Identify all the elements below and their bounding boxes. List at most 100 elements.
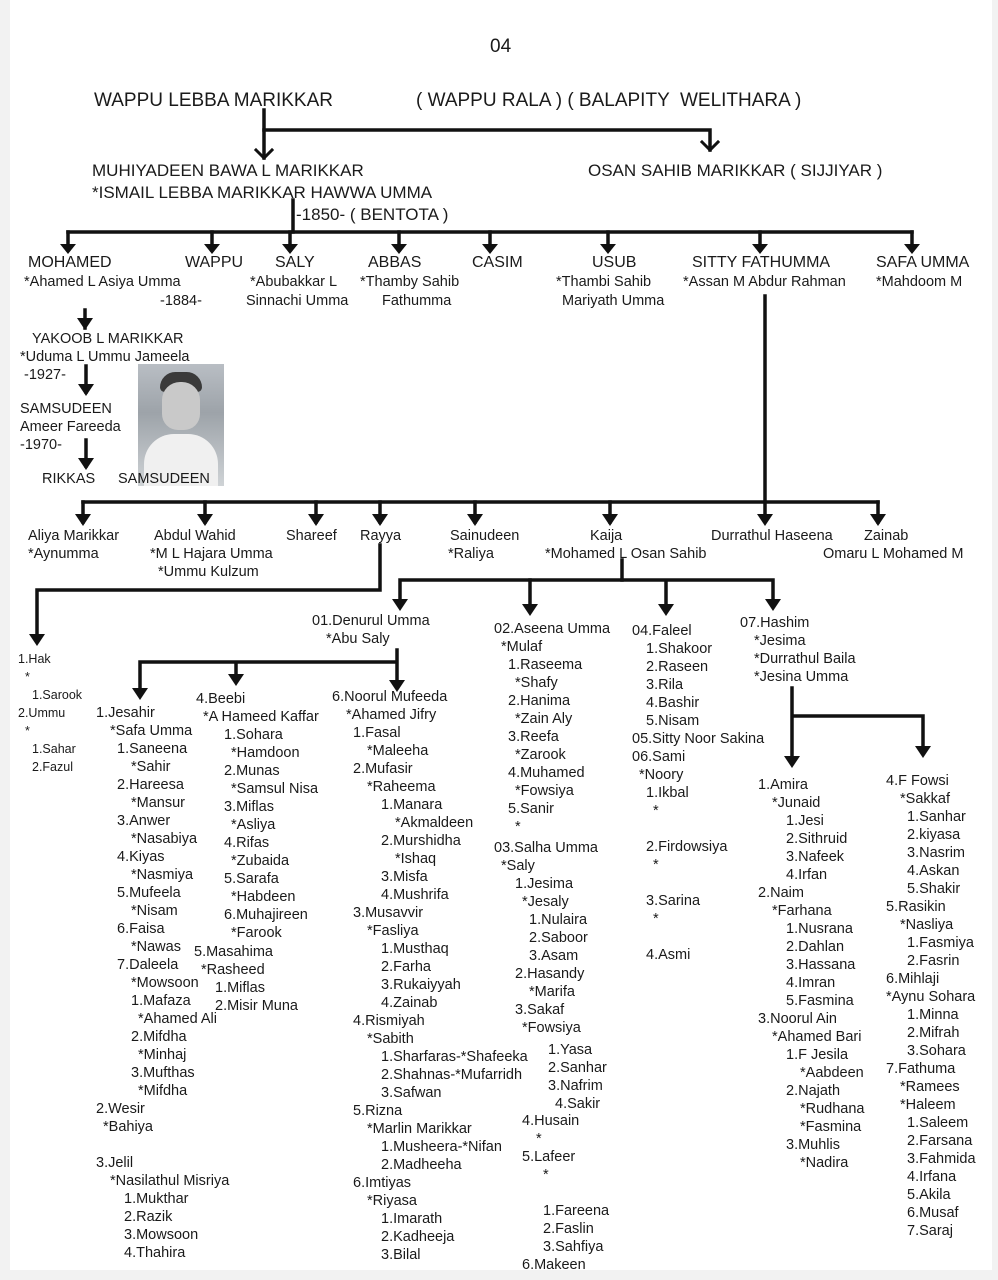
tree-entry: 5.Rizna (332, 1102, 528, 1120)
tree-entry: 7.Fathuma (886, 1060, 976, 1078)
tree-entry: 3.Jelil (96, 1154, 229, 1172)
tree-entry: 2.Mifdha (96, 1028, 229, 1046)
tree-entry: 4.Rifas (196, 834, 319, 852)
tree-entry: *Aabdeen (758, 1064, 865, 1082)
tree-entry: 2.Firdowsiya (632, 838, 764, 856)
tree-entry: *Akmaldeen (332, 814, 528, 832)
tree-entry: 3.Mowsoon (96, 1226, 229, 1244)
tree-entry: 4.F Fowsi (886, 772, 976, 790)
tree-entry: 4.Beebi (196, 690, 319, 708)
tree-entry: 2.Munas (196, 762, 319, 780)
gen2-usub-spouse-1: *Thambi Sahib (556, 273, 651, 291)
gen2-abbas-spouse-2: Fathumma (382, 292, 451, 310)
tree-entry: 1.Nusrana (758, 920, 865, 938)
tree-entry: 4.Zainab (332, 994, 528, 1012)
tree-entry: 1.Fasal (332, 724, 528, 742)
kaija-child-denurul: 01.Denurul Umma*Abu Saly (312, 612, 430, 648)
gen2-abbas: ABBAS (368, 254, 421, 272)
tree-entry: 1.Amira (758, 776, 865, 794)
gen3-sainudeen: Sainudeen (450, 527, 519, 545)
photo-caption: SAMSUDEEN (118, 470, 210, 488)
kaija-child-salha-more: 1.Yasa2.Sanhar3.Nafrim4.Sakir (548, 1041, 607, 1113)
tree-entry: 3.Musavvir (332, 904, 528, 922)
tree-entry: 5.Lafeer (522, 1148, 609, 1166)
tree-entry: 5.Nisam (632, 712, 764, 730)
tree-entry: 7.Saraj (886, 1222, 976, 1240)
tree-entry: 1.Fasmiya (886, 934, 976, 952)
rayya-children: 1.Hak*1.Sarook2.Ummu*1.Sahar2.Fazul (18, 650, 82, 776)
tree-entry: 1.Hak (18, 650, 82, 668)
tree-entry: 2.Madheeha (332, 1156, 528, 1174)
tree-entry: *Ramees (886, 1078, 976, 1096)
gen3-zainab: Zainab (864, 527, 908, 545)
tree-entry: 2.Razik (96, 1208, 229, 1226)
tree-entry: *Jesima (740, 632, 856, 650)
gen2-usub: USUB (592, 254, 636, 272)
root-aka: ( WAPPU RALA ) ( BALAPITY WELITHARA ) (416, 90, 801, 112)
tree-entry: 3.Mufthas (96, 1064, 229, 1082)
tree-entry: *Haleem (886, 1096, 976, 1114)
denurul-child-noorul: 6.Noorul Mufeeda*Ahamed Jifry1.Fasal*Mal… (332, 688, 528, 1264)
gen2-abbas-spouse-1: *Thamby Sahib (360, 273, 459, 291)
tree-entry: * (18, 722, 82, 740)
tree-entry: *Mifdha (96, 1082, 229, 1100)
gen2-mohamed: MOHAMED (28, 254, 112, 272)
gen3-kaija-spouse: *Mohamed L Osan Sahib (545, 545, 706, 563)
tree-entry: 2.Misir Muna (194, 997, 298, 1015)
tree-entry: 4.Sakir (548, 1095, 607, 1113)
tree-entry (96, 1136, 229, 1154)
gen2-usub-spouse-2: Mariyath Umma (562, 292, 664, 310)
tree-entry (522, 1184, 609, 1202)
tree-entry: 4.Irfan (758, 866, 865, 884)
tree-entry (632, 874, 764, 892)
tree-entry: 4.Irfana (886, 1168, 976, 1186)
gen2-sitty-spouse: *Assan M Abdur Rahman (683, 273, 846, 291)
gen2-safa-spouse: *Mahdoom M (876, 273, 962, 291)
tree-entry: 2.Kadheeja (332, 1228, 528, 1246)
tree-entry: 1.Sohara (196, 726, 319, 744)
tree-entry: *Zubaida (196, 852, 319, 870)
tree-entry: 3.Miflas (196, 798, 319, 816)
tree-entry: 02.Aseena Umma (494, 620, 610, 638)
tree-entry: 6.Mihlaji (886, 970, 976, 988)
tree-entry: 6.Musaf (886, 1204, 976, 1222)
gen3-aliya: Aliya Marikkar (28, 527, 119, 545)
tree-entry: 01.Denurul Umma (312, 612, 430, 630)
tree-entry: 3.Nafrim (548, 1077, 607, 1095)
tree-entry (632, 928, 764, 946)
portrait-photo (138, 364, 224, 486)
tree-entry: 3.Hassana (758, 956, 865, 974)
tree-entry: 4.Husain (522, 1112, 609, 1130)
tree-entry: *Minhaj (96, 1046, 229, 1064)
tree-entry: *Marlin Marikkar (332, 1120, 528, 1138)
connector (264, 130, 710, 150)
tree-entry (632, 820, 764, 838)
tree-entry: 3.Nasrim (886, 844, 976, 862)
tree-entry: 1.Sanhar (886, 808, 976, 826)
gen2-saly: SALY (275, 254, 315, 272)
gen1-left-year: -1850- ( BENTOTA ) (296, 204, 448, 226)
gen1-left-spouse: *ISMAIL LEBBA MARIKKAR HAWWA UMMA (92, 182, 432, 204)
tree-entry: 2.Farsana (886, 1132, 976, 1150)
tree-entry: *Maleeha (332, 742, 528, 760)
tree-entry: *Farook (196, 924, 319, 942)
yakoob-year: -1927- (24, 366, 66, 384)
tree-entry: 3.Rukaiyyah (332, 976, 528, 994)
tree-entry: *Ahamed Jifry (332, 706, 528, 724)
yakoob-name: YAKOOB L MARIKKAR (32, 330, 184, 348)
tree-entry: *Farhana (758, 902, 865, 920)
gen2-saly-spouse-1: *Abubakkar L (250, 273, 337, 291)
tree-entry: 5.Fasmina (758, 992, 865, 1010)
tree-entry: *Mulaf (494, 638, 610, 656)
tree-entry: *Sakkaf (886, 790, 976, 808)
tree-entry: 5.Shakir (886, 880, 976, 898)
tree-entry: 3.Bilal (332, 1246, 528, 1264)
gen3-shareef: Shareef (286, 527, 337, 545)
tree-entry: *Fasmina (758, 1118, 865, 1136)
tree-entry: 2.Dahlan (758, 938, 865, 956)
tree-entry: 2.Ummu (18, 704, 82, 722)
tree-entry: 4.Asmi (632, 946, 764, 964)
tree-entry: *Nadira (758, 1154, 865, 1172)
tree-entry: 5.Masahima (194, 943, 298, 961)
